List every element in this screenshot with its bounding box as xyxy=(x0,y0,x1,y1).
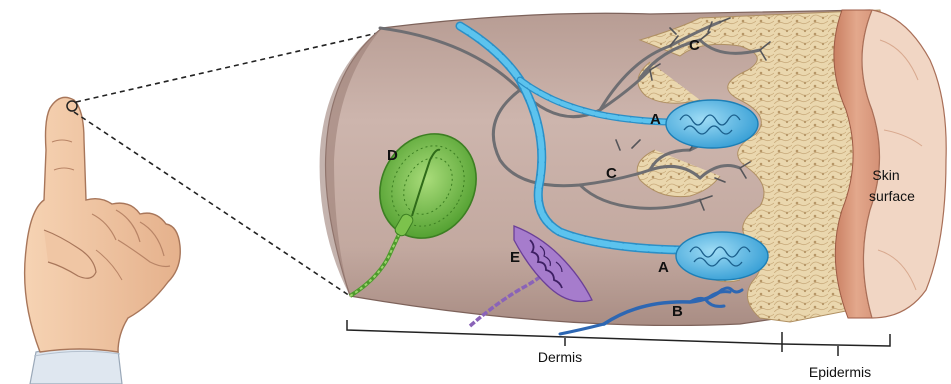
dermis-label: Dermis xyxy=(538,349,582,365)
skin-surface-label-line2: surface xyxy=(869,188,915,204)
hand-illustration xyxy=(25,97,181,384)
epidermis-label: Epidermis xyxy=(809,364,871,380)
label-A-upper: A xyxy=(650,111,661,128)
label-E: E xyxy=(510,249,520,266)
layer-brackets xyxy=(347,320,890,356)
skin-cylinder-cross-section xyxy=(320,10,947,334)
label-A-lower: A xyxy=(658,259,669,276)
label-C-upper: C xyxy=(689,37,700,54)
meissner-corpuscle-lower xyxy=(676,232,768,280)
meissner-corpuscle-upper xyxy=(666,100,758,148)
epidermis-bracket xyxy=(782,334,890,346)
label-C-lower: C xyxy=(606,165,617,182)
label-D: D xyxy=(387,147,398,164)
skin-surface-label-line1: Skin xyxy=(872,167,899,183)
label-B: B xyxy=(672,303,683,320)
